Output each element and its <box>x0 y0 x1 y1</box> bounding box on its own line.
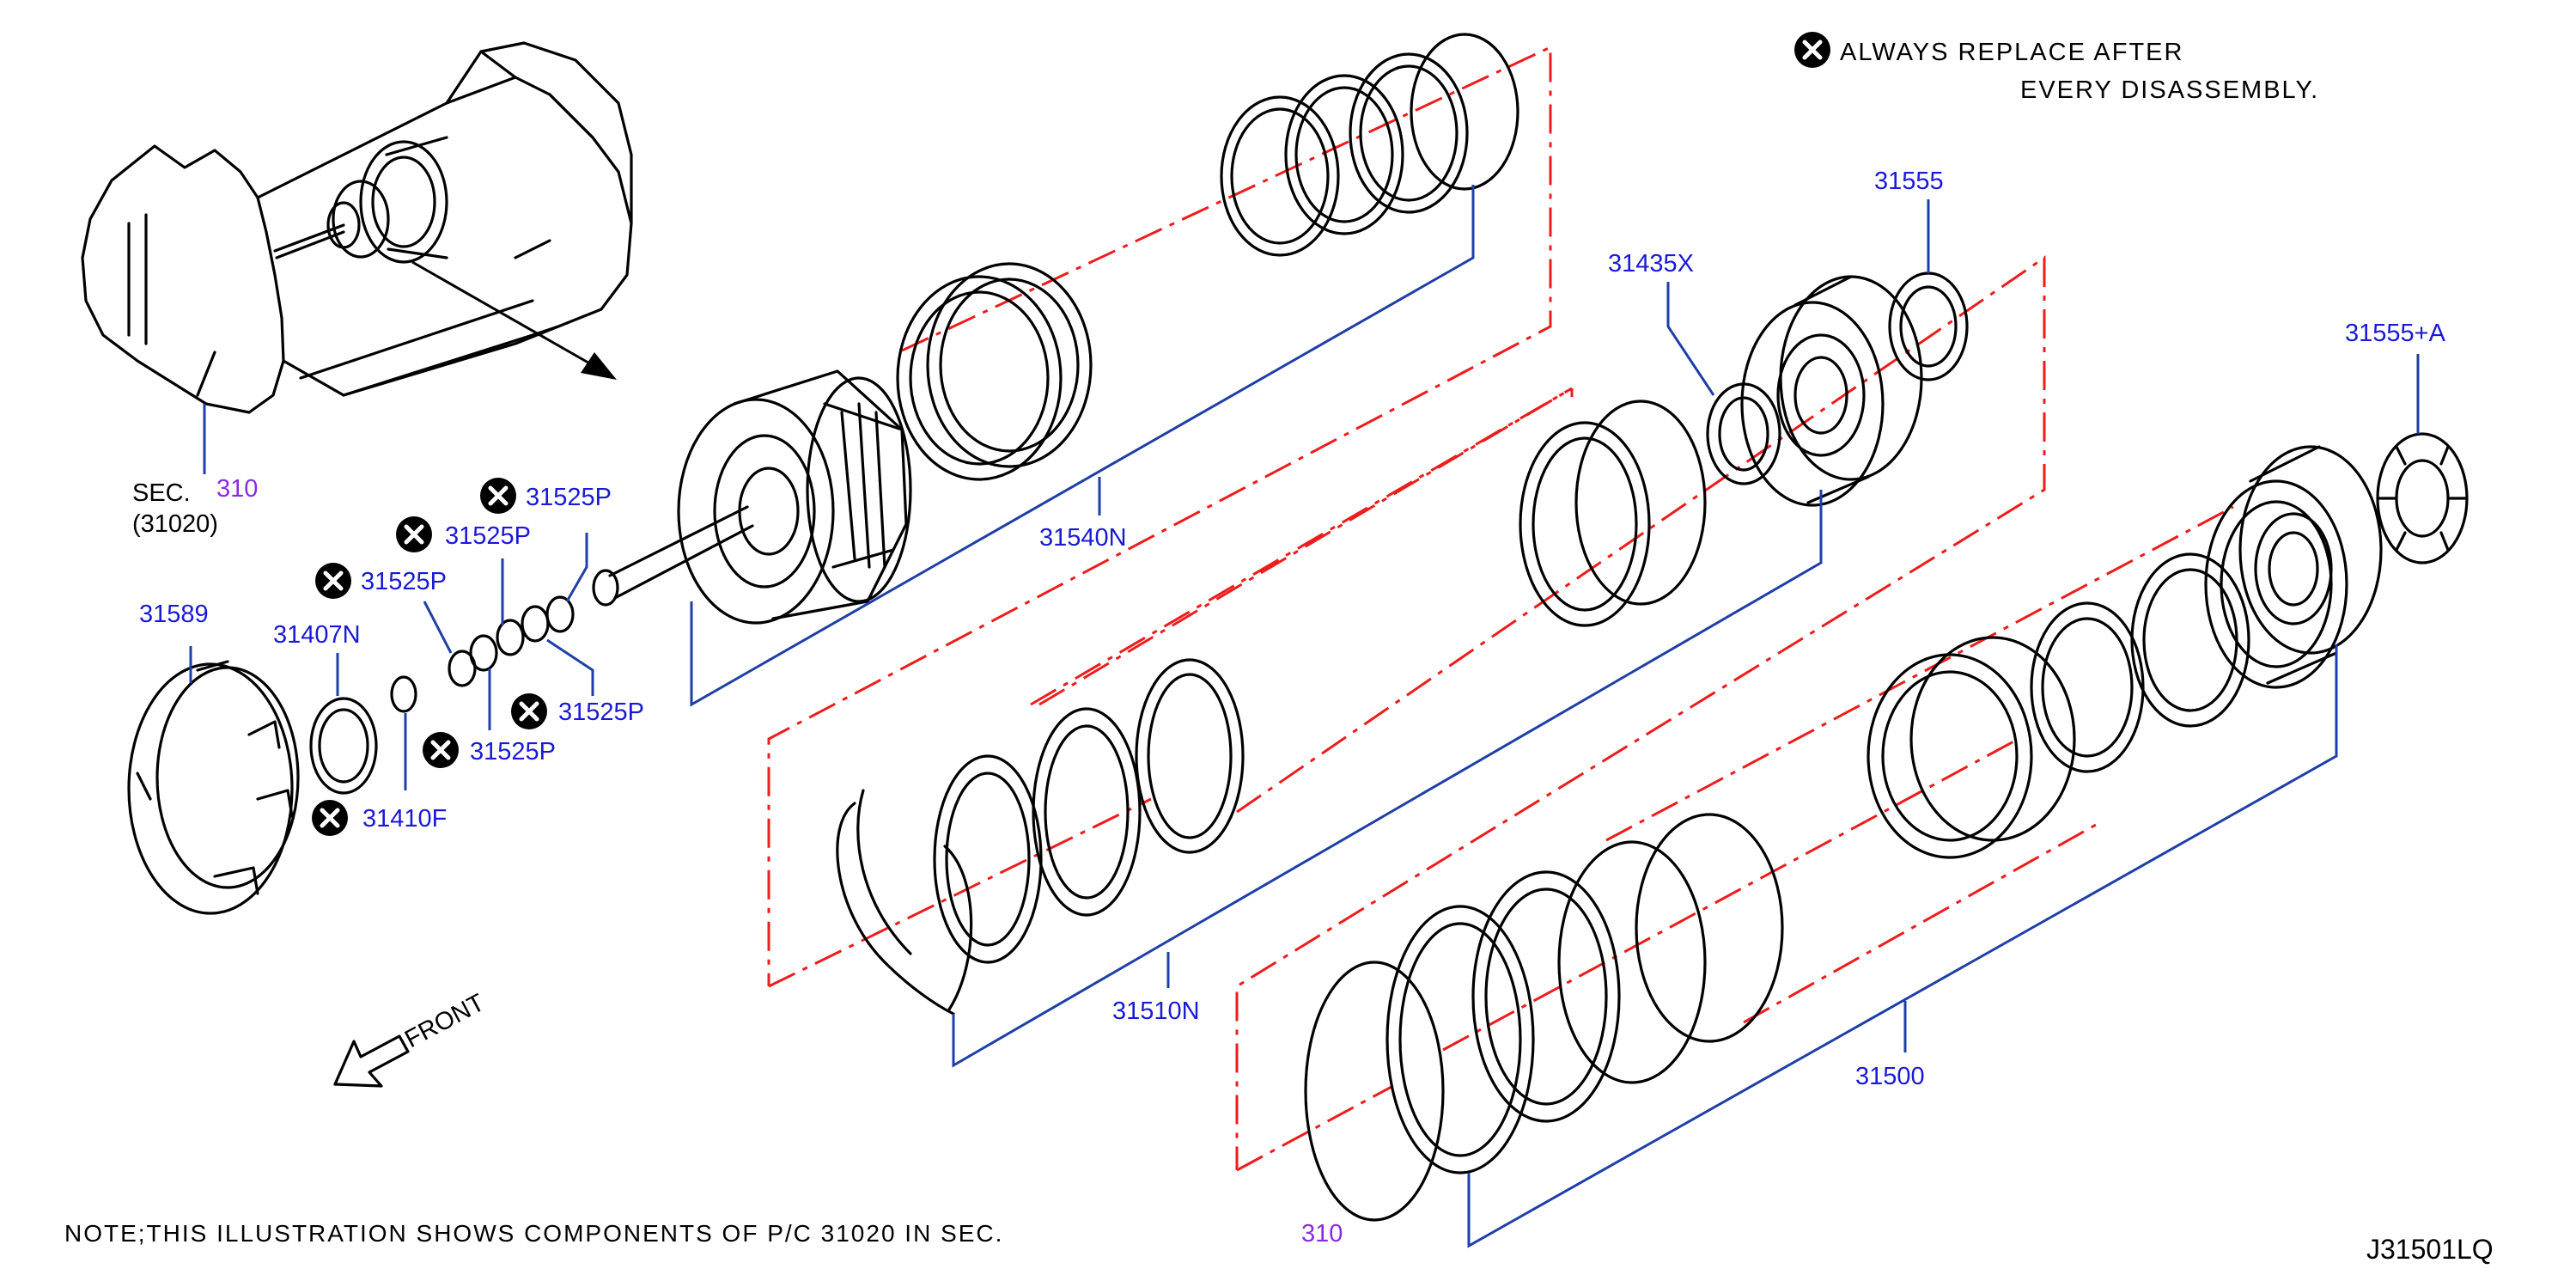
part-label-31589: 31589 <box>139 601 209 628</box>
part-label-31525P: 31525P <box>361 568 447 595</box>
assembly-direction-arrow <box>411 260 617 380</box>
front-label: FRONT <box>400 989 489 1053</box>
diagram-code: J31501LQ <box>2366 1234 2494 1265</box>
part-label-31525P: 31525P <box>558 699 644 726</box>
part-group-31500: 31500 31555+A <box>1236 320 2469 1248</box>
part-label-31407N: 31407N <box>273 621 361 649</box>
part-label-31555-plus-a: 31555+A <box>2345 320 2446 347</box>
sec-number: 310 <box>216 475 258 503</box>
part-group-31510N: 31510N 31555 31435X <box>768 168 2046 1170</box>
section-reference: SEC. 310 (31020) <box>132 404 258 538</box>
footer-note: NOTE;THIS ILLUSTRATION SHOWS COMPONENTS … <box>64 1220 1003 1247</box>
part-group-31540N: 31540N <box>592 33 1552 986</box>
sec-pc-number: (31020) <box>132 510 218 538</box>
part-label-31555: 31555 <box>1874 168 1944 195</box>
circle-x-icon <box>312 800 348 836</box>
part-label-31510N: 31510N <box>1112 997 1200 1025</box>
sec-label: SEC. <box>132 479 191 507</box>
replace-note: ALWAYS REPLACE AFTER EVERY DISASSEMBLY. <box>1794 32 2319 104</box>
front-direction-indicator: FRONT <box>333 989 490 1088</box>
transmission-assembly-illustration <box>81 41 633 414</box>
replace-note-line2: EVERY DISASSEMBLY. <box>2020 76 2319 104</box>
circle-x-icon <box>423 732 459 768</box>
part-label-31435X: 31435X <box>1608 250 1694 278</box>
circle-x-icon <box>480 478 516 514</box>
replace-note-line1: ALWAYS REPLACE AFTER <box>1840 39 2183 66</box>
part-label-31525P: 31525P <box>526 484 612 511</box>
part-label-31540N: 31540N <box>1039 524 1127 552</box>
circle-x-icon <box>396 516 432 552</box>
front-small-parts: 31589 31407N 31410F 31525P 31525P 31525P… <box>127 478 644 915</box>
circle-x-icon <box>1794 32 1830 68</box>
circle-x-icon <box>511 693 547 729</box>
part-label-31525P: 31525P <box>445 522 531 550</box>
part-label-31500: 31500 <box>1855 1063 1925 1090</box>
outlined-arrow-icon <box>333 1034 410 1088</box>
part-label-31525P: 31525P <box>470 738 556 766</box>
footer-note-sec-number: 310 <box>1301 1220 1343 1248</box>
circle-x-icon <box>315 563 351 599</box>
part-label-31410F: 31410F <box>362 805 447 833</box>
